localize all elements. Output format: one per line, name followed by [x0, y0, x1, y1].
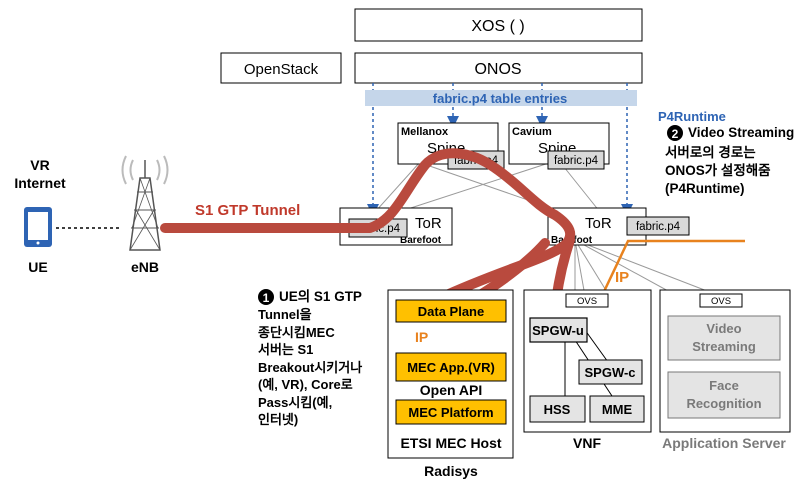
hss-label: HSS [544, 402, 571, 417]
tor-name: ToR [585, 215, 612, 232]
note-1-first-line: UE의 S1 GTP [279, 289, 362, 304]
step-1-badge [258, 289, 274, 305]
spgw-c-box [578, 359, 643, 385]
chip-label: fabric.p4 [636, 221, 681, 233]
note-1-text: Tunnel을 종단시킴MEC 서버는 S1 Breakout시키거나 (예, … [258, 307, 363, 427]
app-ovs-box [699, 293, 743, 308]
onos-box [354, 52, 643, 84]
p4runtime-label: P4Runtime [658, 109, 726, 124]
internet-label: Internet [14, 175, 66, 191]
vnf-ovs-label: OVS [577, 296, 597, 307]
ip-label-mec: IP [415, 329, 428, 345]
table-entries-label: fabric.p4 table entries [433, 91, 567, 106]
app-ovs-label: OVS [711, 296, 731, 307]
chip-label: fabric.p4 [554, 155, 599, 167]
data-plane-label: Data Plane [418, 304, 484, 319]
note-2-first-line: Video Streaming [688, 125, 795, 140]
streaming-label: Streaming [692, 339, 756, 354]
hss-box [529, 395, 586, 423]
mme-label: MME [602, 402, 633, 417]
app-server-title: Application Server [662, 435, 786, 451]
step-2-number: 2 [672, 127, 679, 141]
table-entries-band [365, 90, 637, 106]
spgw-u-label: SPGW-u [532, 323, 584, 338]
video-streaming-box [667, 315, 781, 361]
mme-box [589, 395, 645, 423]
face-label: Face [709, 378, 739, 393]
data-plane-box [395, 299, 507, 323]
openstack-label: OpenStack [244, 61, 319, 78]
xos-label: XOS ( ) [471, 18, 524, 35]
ue-phone-icon [24, 207, 52, 247]
recognition-label: Recognition [686, 396, 761, 411]
vnf-title: VNF [573, 435, 601, 451]
tor-vendor: Barefoot [400, 235, 442, 246]
note-2-text: 서버로의 경로는 ONOS가 설정해줌 (P4Runtime) [665, 145, 771, 196]
openstack-box [220, 52, 342, 84]
mec-platform-label: MEC Platform [408, 405, 493, 420]
radisys-label: Radisys [424, 463, 478, 479]
mec-platform-box [395, 399, 507, 425]
spine-cavium: Cavium Spine fabric.p4 [508, 122, 610, 170]
spgw-u-box [529, 317, 588, 343]
fabric-p4-chip [626, 216, 690, 236]
mec-host-title: ETSI MEC Host [400, 435, 501, 451]
ip-label-vnf: IP [615, 269, 629, 286]
ue-label: UE [28, 259, 47, 275]
face-recognition-box [667, 371, 781, 419]
mec-app-box [395, 352, 507, 382]
video-label: Video [706, 321, 741, 336]
spgw-c-label: SPGW-c [584, 365, 635, 380]
fabric-p4-chip [547, 150, 605, 170]
onos-label: ONOS [474, 61, 521, 78]
enb-tower-icon [121, 155, 169, 251]
vnf-ovs-box [565, 293, 609, 308]
tunnel-label: S1 GTP Tunnel [195, 202, 300, 219]
xos-box [354, 8, 643, 42]
tor-name: ToR [415, 215, 442, 232]
spine-vendor: Mellanox [401, 126, 449, 138]
enb-label: eNB [131, 259, 159, 275]
vr-label: VR [30, 157, 49, 173]
spine-vendor: Cavium [512, 126, 552, 138]
step-1-number: 1 [263, 291, 270, 305]
open-api-label: Open API [420, 382, 483, 398]
mec-app-label: MEC App.(VR) [407, 360, 495, 375]
step-2-badge [667, 125, 683, 141]
